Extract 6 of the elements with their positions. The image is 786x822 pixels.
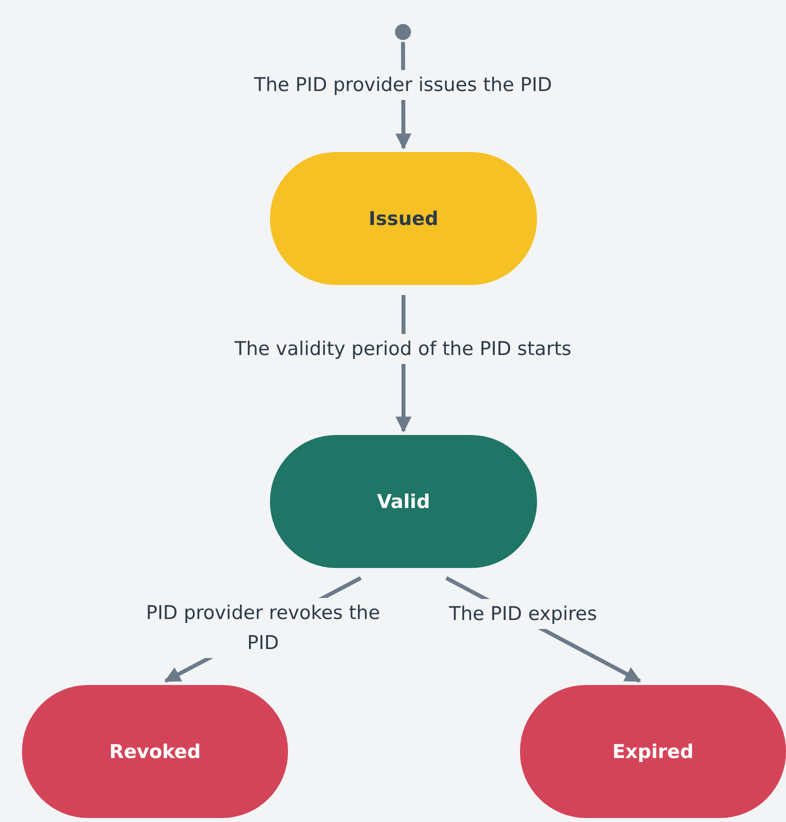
state-label: Revoked <box>109 740 201 762</box>
start-dot <box>395 24 411 40</box>
state-label: Issued <box>368 208 438 230</box>
state-label: Valid <box>376 490 430 512</box>
state-label: Expired <box>612 740 694 762</box>
state-pill <box>520 685 786 818</box>
